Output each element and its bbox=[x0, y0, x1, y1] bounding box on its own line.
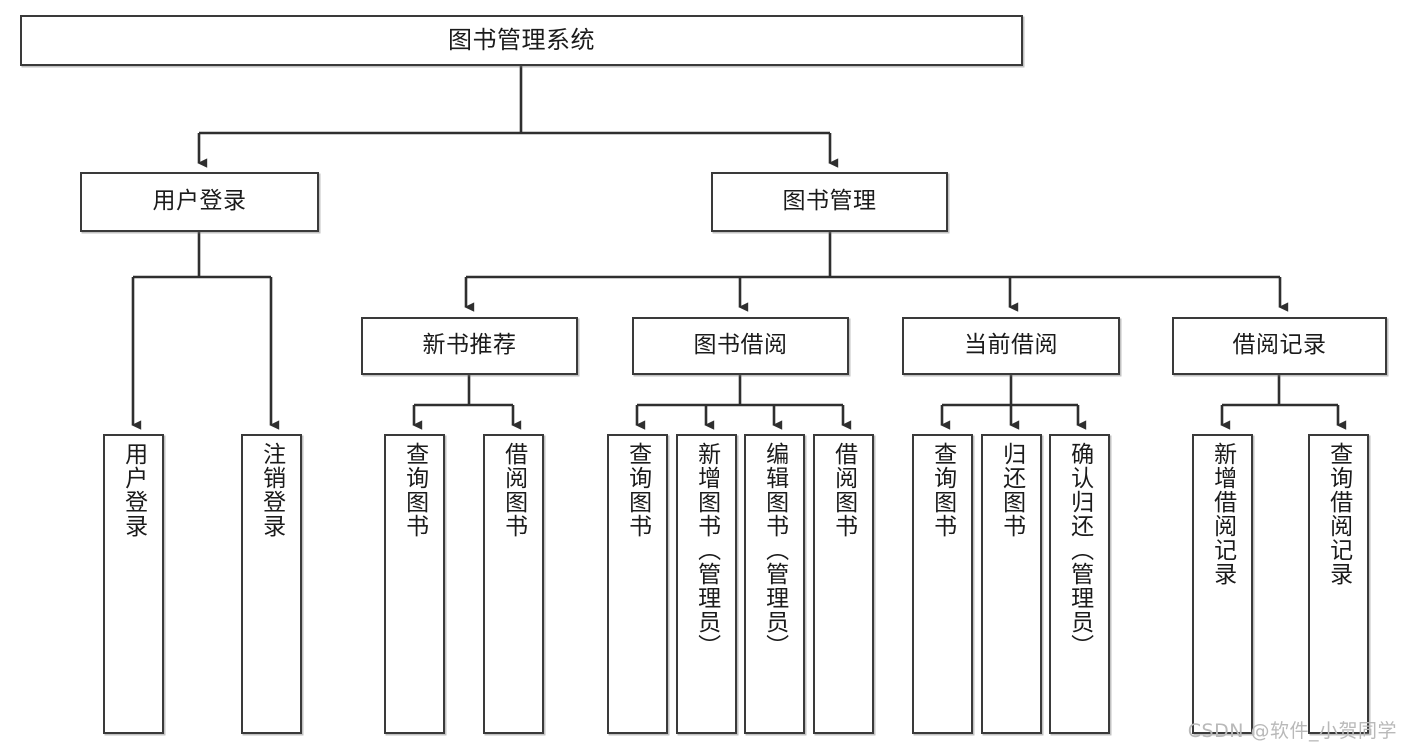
leaf-query-book-recommend[interactable]: 查询图书 bbox=[384, 434, 445, 734]
leaf-user-login[interactable]: 用户登录 bbox=[103, 434, 164, 734]
leaf-logout[interactable]: 注销登录 bbox=[241, 434, 302, 734]
node-label: 图书借阅 bbox=[693, 332, 788, 359]
node-label: 借阅记录 bbox=[1232, 332, 1327, 359]
node-book-borrow[interactable]: 图书借阅 bbox=[632, 317, 849, 375]
node-label: 图书管理 bbox=[782, 188, 877, 215]
node-label: 编辑图书（管理员） bbox=[761, 442, 788, 658]
node-book-management[interactable]: 图书管理 bbox=[711, 172, 948, 232]
node-label: 借阅图书 bbox=[500, 442, 527, 538]
node-label: 用户登录 bbox=[120, 442, 147, 538]
node-label: 图书管理系统 bbox=[448, 26, 595, 55]
node-user-login[interactable]: 用户登录 bbox=[80, 172, 319, 232]
node-label: 新增借阅记录 bbox=[1209, 442, 1236, 586]
node-label: 当前借阅 bbox=[964, 332, 1058, 359]
csdn-watermark: CSDN @软件_小贺同学 bbox=[1187, 720, 1397, 742]
node-root-system[interactable]: 图书管理系统 bbox=[20, 15, 1023, 66]
node-label: 确认归还（管理员） bbox=[1066, 442, 1093, 658]
node-label: 新增图书（管理员） bbox=[693, 442, 720, 658]
leaf-add-book-admin[interactable]: 新增图书（管理员） bbox=[676, 434, 737, 734]
node-label: 借阅图书 bbox=[830, 442, 857, 538]
node-label: 注销登录 bbox=[258, 442, 285, 538]
node-label: 用户登录 bbox=[152, 188, 247, 215]
node-label: 新书推荐 bbox=[422, 332, 517, 359]
leaf-query-book-current[interactable]: 查询图书 bbox=[912, 434, 973, 734]
node-borrow-records[interactable]: 借阅记录 bbox=[1172, 317, 1387, 375]
leaf-borrow-book-recommend[interactable]: 借阅图书 bbox=[483, 434, 544, 734]
leaf-edit-book-admin[interactable]: 编辑图书（管理员） bbox=[744, 434, 805, 734]
leaf-query-borrow-record[interactable]: 查询借阅记录 bbox=[1308, 434, 1369, 734]
leaf-confirm-return-admin[interactable]: 确认归还（管理员） bbox=[1049, 434, 1110, 734]
node-label: 查询图书 bbox=[624, 442, 651, 538]
node-label: 归还图书 bbox=[998, 442, 1025, 538]
node-new-book-recommend[interactable]: 新书推荐 bbox=[361, 317, 578, 375]
leaf-return-book[interactable]: 归还图书 bbox=[981, 434, 1042, 734]
leaf-borrow-book[interactable]: 借阅图书 bbox=[813, 434, 874, 734]
node-current-borrow[interactable]: 当前借阅 bbox=[902, 317, 1120, 375]
leaf-query-book-borrow[interactable]: 查询图书 bbox=[607, 434, 668, 734]
node-label: 查询图书 bbox=[929, 442, 956, 538]
leaf-add-borrow-record[interactable]: 新增借阅记录 bbox=[1192, 434, 1253, 734]
node-label: 查询借阅记录 bbox=[1325, 442, 1352, 586]
node-label: 查询图书 bbox=[401, 442, 428, 538]
